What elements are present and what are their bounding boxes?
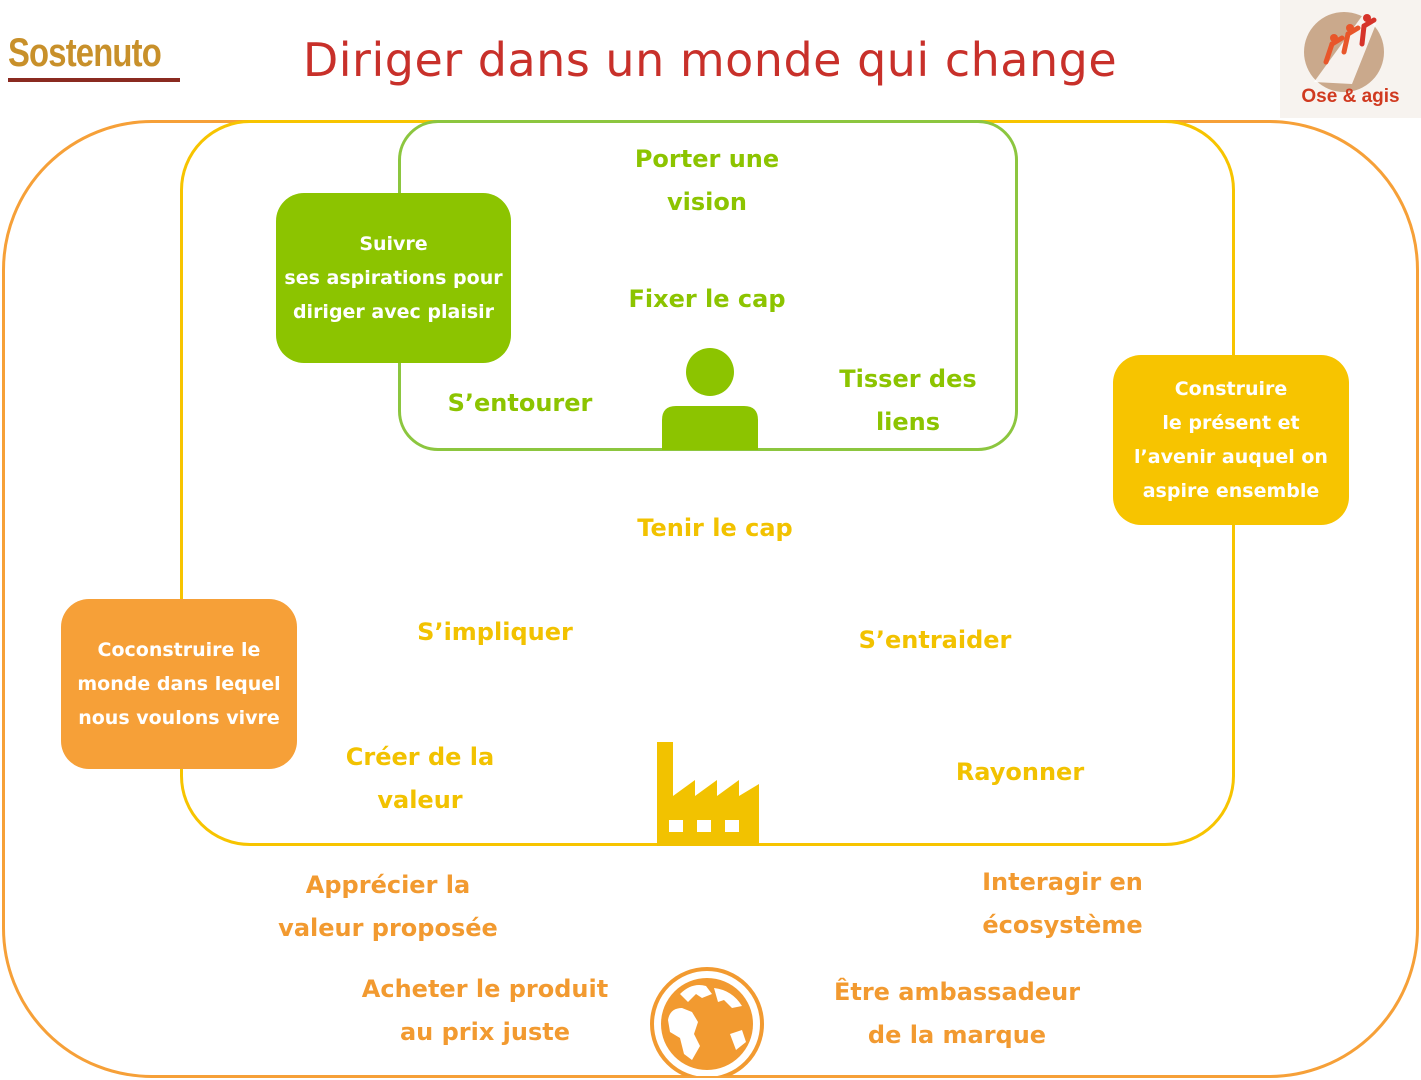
label-fixer-cap: Fixer le cap [628, 285, 786, 313]
sostenuto-logo: Sostenuto [8, 28, 183, 86]
globe-icon [650, 967, 764, 1076]
person-icon [662, 348, 758, 450]
factory-icon [657, 742, 759, 846]
label-tenir-cap: Tenir le cap [637, 514, 793, 542]
sostenuto-logo-text: Sostenuto [8, 31, 162, 75]
label-entourer: S’entourer [447, 389, 593, 417]
label-rayonner: Rayonner [955, 758, 1085, 786]
climbers-icon [1304, 12, 1384, 92]
page-title: Diriger dans un monde qui change [302, 33, 1118, 87]
ose-agis-logo-text: Ose & agis [1301, 86, 1400, 107]
label-impliquer: S’impliquer [417, 618, 573, 646]
sostenuto-logo-underline [8, 78, 180, 82]
label-entraider: S’entraider [858, 626, 1012, 654]
ose-agis-logo: Ose & agis [1280, 0, 1421, 118]
